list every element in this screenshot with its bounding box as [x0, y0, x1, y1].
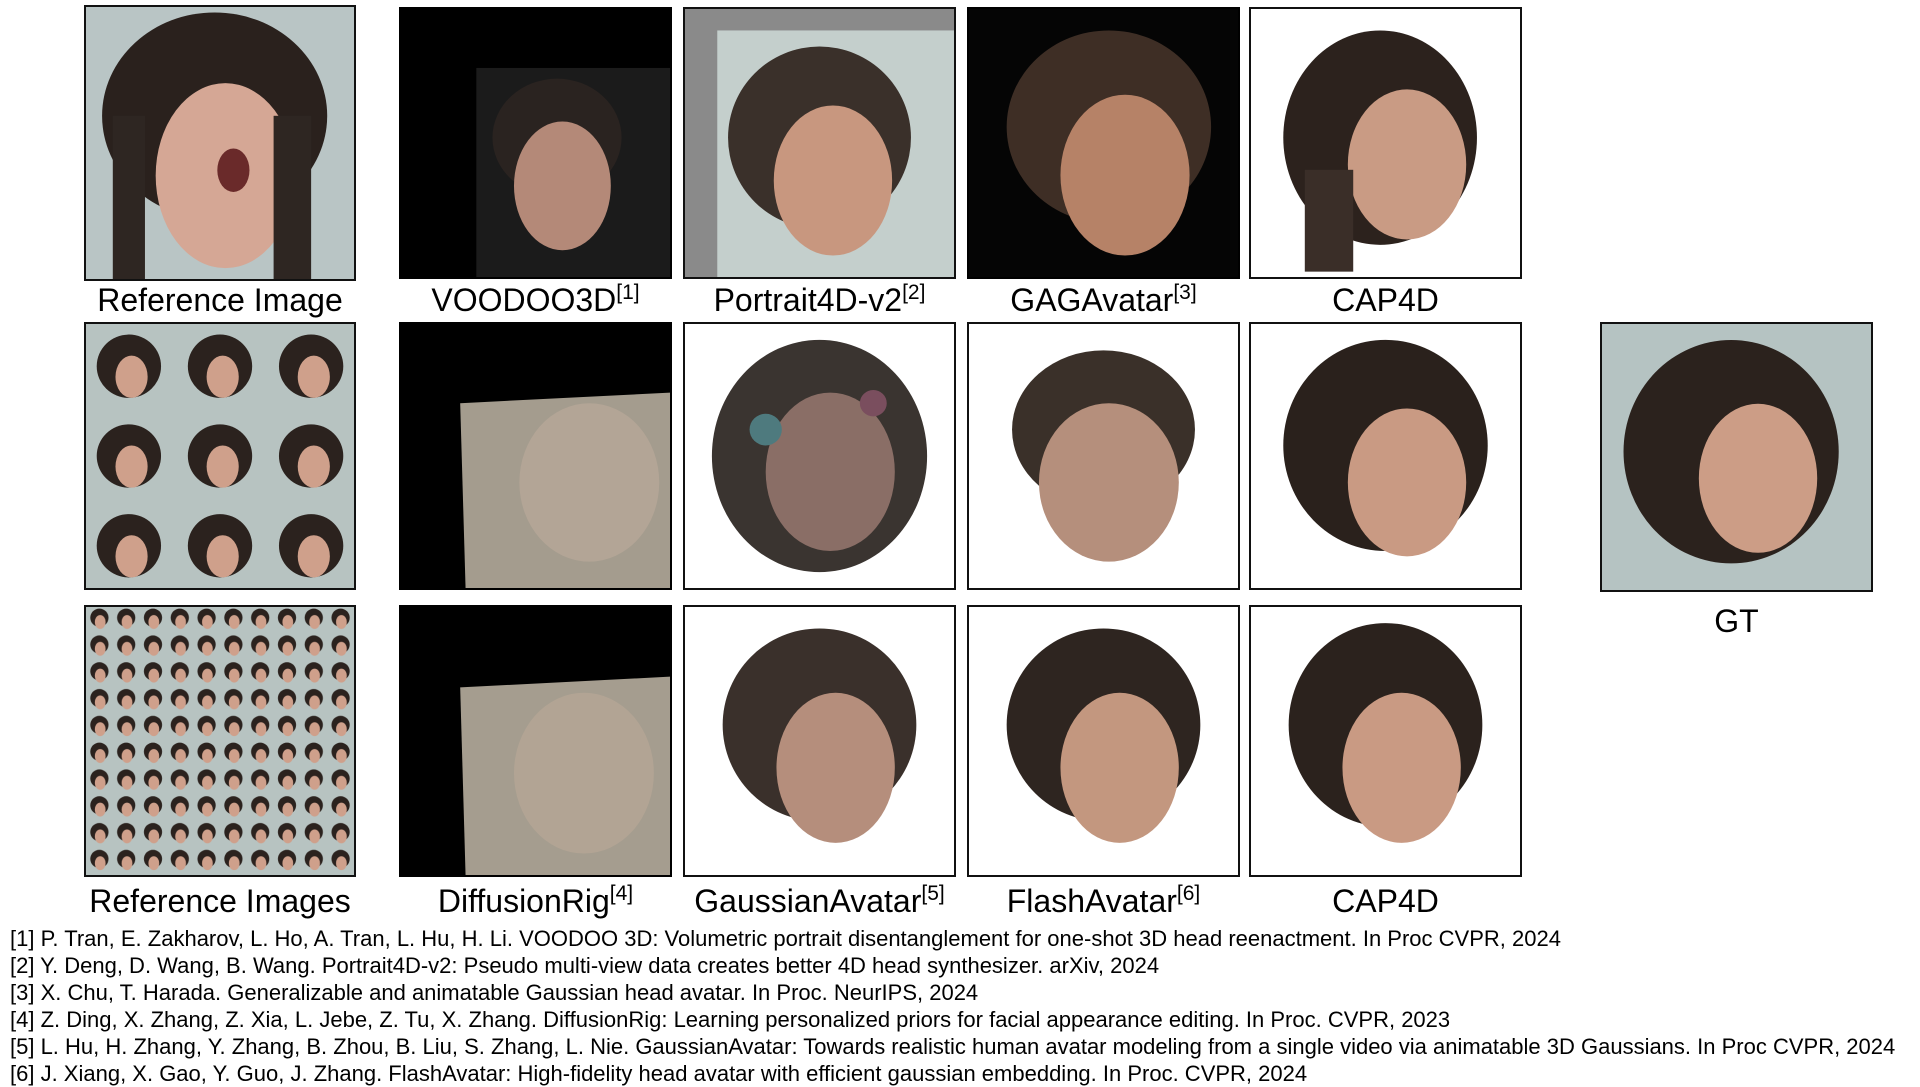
cap4d-result-row2	[1249, 322, 1522, 590]
voodoo3d-result-row2	[399, 322, 672, 590]
cap4d-result-row1	[1249, 7, 1522, 279]
cap4d-result-row3	[1249, 605, 1522, 877]
gagavatar-result-row2	[967, 322, 1240, 590]
caption-reference-image: Reference Image	[97, 282, 343, 318]
reference-5: [5] L. Hu, H. Zhang, Y. Zhang, B. Zhou, …	[10, 1034, 1896, 1059]
caption-cap4d-row3: CAP4D	[1332, 883, 1439, 919]
voodoo3d-result-row1	[399, 7, 672, 279]
reference-2: [2] Y. Deng, D. Wang, B. Wang. Portrait4…	[10, 953, 1160, 978]
caption-reference-images: Reference Images	[89, 883, 351, 919]
caption-portrait4d-v2: Portrait4D-v2[2]	[713, 281, 926, 318]
caption-gaussianavatar: GaussianAvatar[5]	[694, 882, 945, 919]
reference-image-collage	[84, 322, 356, 590]
reference-images-grid	[84, 605, 356, 877]
reference-image-single	[84, 5, 356, 281]
diffusionrig-result	[399, 605, 672, 877]
gagavatar-result-row1	[967, 7, 1240, 279]
gaussianavatar-result	[683, 605, 956, 877]
portrait4d-result-row1	[683, 7, 956, 279]
caption-cap4d-row1: CAP4D	[1332, 282, 1439, 318]
reference-6: [6] J. Xiang, X. Gao, Y. Guo, J. Zhang. …	[10, 1061, 1308, 1086]
caption-diffusionrig: DiffusionRig[4]	[437, 882, 634, 919]
reference-3: [3] X. Chu, T. Harada. Generalizable and…	[10, 980, 979, 1005]
references-list: [1] P. Tran, E. Zakharov, L. Ho, A. Tran…	[10, 925, 1915, 1087]
caption-gt: GT	[1714, 603, 1759, 639]
caption-flashavatar: FlashAvatar[6]	[1006, 882, 1201, 919]
ground-truth-image	[1600, 322, 1873, 592]
reference-1: [1] P. Tran, E. Zakharov, L. Ho, A. Tran…	[10, 926, 1561, 951]
caption-voodoo3d: VOODOO3D[1]	[431, 281, 640, 318]
reference-4: [4] Z. Ding, X. Zhang, Z. Xia, L. Jebe, …	[10, 1007, 1451, 1032]
portrait4d-result-row2	[683, 322, 956, 590]
flashavatar-result	[967, 605, 1240, 877]
caption-gagavatar: GAGAvatar[3]	[1010, 281, 1197, 318]
